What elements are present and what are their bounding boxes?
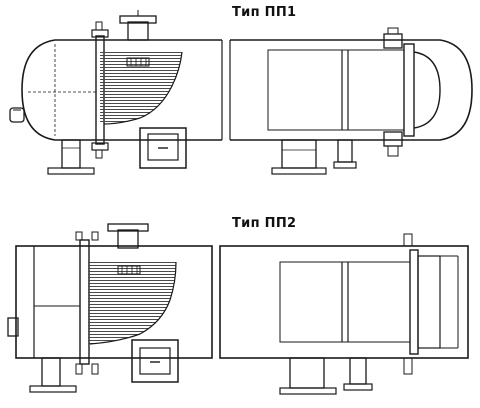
pp2-tube-bundle-cutaway — [88, 262, 176, 344]
pp1-tube-bundle — [267, 49, 405, 131]
pp1-drain-nozzle — [337, 139, 353, 163]
pp2-tube-bundle — [279, 261, 411, 343]
pp1-shell-left — [21, 39, 222, 141]
pp2-drawing — [7, 223, 469, 395]
pp1-support-left — [61, 139, 81, 169]
title-type-pp2: Тип ПП2 — [232, 216, 297, 231]
pp2-side-nozzle — [7, 317, 19, 337]
pp1-top-nozzle — [127, 21, 149, 41]
pp2-support-center — [289, 357, 325, 389]
pp1-tube-bundle-cutaway — [100, 52, 182, 124]
pp2-right-tubesheet — [409, 249, 419, 355]
pp1-side-nozzle — [9, 107, 25, 123]
title-type-pp1: Тип ПП1 — [232, 5, 297, 20]
pp2-drain-nozzle — [349, 357, 367, 385]
pp2-shell-left — [15, 245, 213, 359]
pp2-bottom-outlet — [131, 339, 179, 383]
pp2-tubesheet-flange — [79, 239, 90, 365]
pp1-shell-right — [230, 39, 473, 141]
pp1-support-center — [281, 139, 317, 169]
pp1-bottom-outlet — [139, 127, 187, 169]
pp2-support-left — [41, 357, 61, 387]
pp1-floating-head — [403, 43, 415, 137]
pp2-top-nozzle — [117, 229, 139, 249]
pp1-drawing — [9, 10, 473, 175]
pp2-shell-right — [219, 245, 469, 359]
